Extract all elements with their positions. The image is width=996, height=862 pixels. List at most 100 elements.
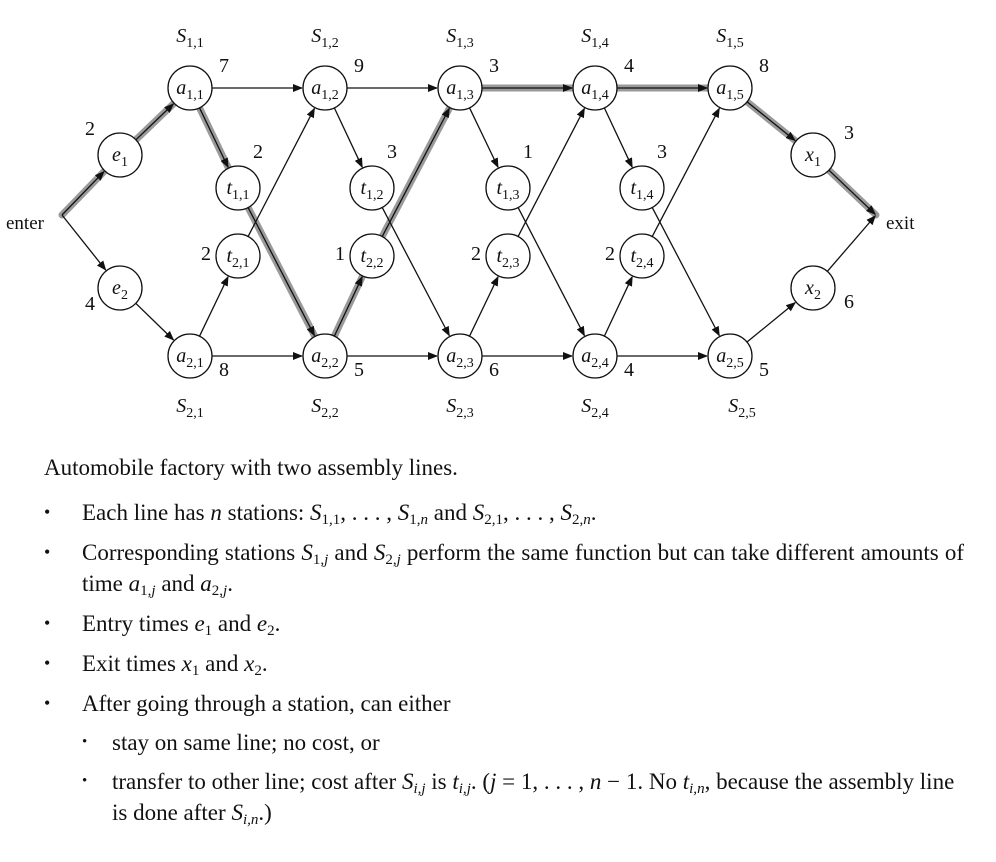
station-label-bottom: S2,3 (446, 395, 474, 421)
node-circle (167, 333, 213, 379)
edge-a1,3-t1,3 (468, 107, 499, 169)
edge-a1,2-t1,2 (333, 107, 363, 169)
node-t1-2: t1,23 (349, 141, 397, 211)
edges (61, 84, 877, 360)
edge-t1,2-a2,3 (381, 207, 450, 337)
node-label: t1,2 (360, 177, 383, 203)
node-circle (302, 333, 348, 379)
node-t1-1: t1,12 (215, 141, 263, 211)
node-time: 9 (354, 55, 364, 77)
edge-t2,4-a1,5 (651, 107, 720, 237)
edge-a2,4-t2,4 (603, 275, 633, 337)
edge-enter-e1 (61, 170, 105, 216)
node-x1: x1 3 (790, 122, 854, 178)
sub-bullet-stay: stay on same line; no cost, or (82, 727, 964, 758)
node-circle (349, 233, 395, 279)
node-label: t2,3 (496, 245, 519, 271)
node-label: a2,1 (176, 345, 204, 371)
edge-a1,1-t1,1 (198, 107, 229, 169)
node-a2-1: a2,1 8 (167, 333, 229, 381)
node-e2: e2 4 (85, 265, 143, 315)
node-circle (485, 233, 531, 279)
node-a1-3: a1,33 (437, 55, 499, 111)
node-a1-2: a1,2 9 (302, 55, 364, 111)
edge-e2-a2,1 (135, 302, 175, 341)
station-label-top: S1,2 (311, 25, 339, 51)
node-label: a1,1 (176, 77, 204, 103)
node-time: 6 (844, 291, 854, 313)
node-time: 4 (85, 293, 95, 315)
node-circle (619, 233, 665, 279)
edge-a1,4-t1,4 (603, 107, 633, 169)
station-label-bottom: S2,1 (176, 395, 204, 421)
node-label: a2,3 (446, 345, 474, 371)
node-time: 2 (201, 243, 211, 265)
text-block: Automobile factory with two assembly lin… (44, 452, 964, 837)
node-time: 5 (354, 359, 364, 381)
node-circle (349, 165, 395, 211)
node-label: a2,5 (716, 345, 744, 371)
node-label: a2,2 (311, 345, 339, 371)
node-circle (790, 265, 836, 311)
fastest-path-highlight (58, 84, 880, 340)
node-time: 2 (605, 243, 615, 265)
node-label: a1,3 (446, 77, 474, 103)
exit-label: exit (886, 213, 915, 234)
node-circle (572, 333, 618, 379)
node-label: e2 (112, 277, 128, 303)
node-label: t2,2 (360, 245, 383, 271)
node-circle (437, 65, 483, 111)
edge-a1,5-x1 (746, 101, 796, 142)
node-time: 3 (844, 122, 854, 144)
node-label: t1,1 (226, 177, 249, 203)
node-circle (572, 65, 618, 111)
node-label: e1 (112, 144, 128, 170)
node-circle (485, 165, 531, 211)
node-a1-5: a1,58 (707, 55, 769, 111)
node-label: t1,4 (630, 177, 653, 203)
node-t2-1: t2,12 (201, 233, 261, 279)
edge-t1,1-a2,2 (247, 207, 316, 337)
bullet-after-station: After going through a station, can eithe… (44, 688, 964, 828)
node-label: a1,2 (311, 77, 339, 103)
edge-a2,5-x2 (746, 301, 796, 343)
edge-t1,4-a2,5 (651, 207, 720, 337)
node-a1-4: a1,44 (572, 55, 634, 111)
node-time: 2 (471, 243, 481, 265)
node-time: 2 (253, 141, 263, 163)
node-time: 4 (624, 55, 634, 77)
edge-a2,1-t2,1 (198, 275, 229, 337)
station-label-top: S1,1 (176, 25, 204, 51)
node-label: x2 (804, 277, 821, 303)
station-label-top: S1,4 (581, 25, 609, 51)
station-label-top: S1,3 (446, 25, 474, 51)
node-label: x1 (804, 144, 821, 170)
node-time: 3 (387, 141, 397, 163)
node-circle (97, 132, 143, 178)
sub-bullet-list: stay on same line; no cost, or transfer … (82, 727, 964, 828)
node-time: 1 (335, 243, 345, 265)
station-label-bottom: S2,2 (311, 395, 339, 421)
node-time: 1 (523, 141, 533, 163)
sub-bullet-transfer: transfer to other line; cost after Si,j … (82, 766, 964, 828)
node-circle (707, 65, 753, 111)
node-time: 3 (657, 141, 667, 163)
edge-a2,3-t2,3 (468, 275, 499, 337)
node-label: a1,5 (716, 77, 744, 103)
node-e1: e1 2 (85, 118, 143, 178)
node-time: 4 (624, 359, 634, 381)
enter-label: enter (6, 213, 45, 234)
edge-t2,1-a1,2 (247, 107, 316, 237)
node-t2-2: t2,2 1 (335, 233, 395, 279)
bullet-exit: Exit times x1 and x2. (44, 648, 964, 679)
node-circle (437, 333, 483, 379)
node-circle (97, 265, 143, 311)
node-time: 2 (85, 118, 95, 140)
node-a2-2: a2,2 5 (302, 333, 364, 381)
node-time: 8 (219, 359, 229, 381)
node-t1-4: t1,43 (619, 141, 667, 211)
